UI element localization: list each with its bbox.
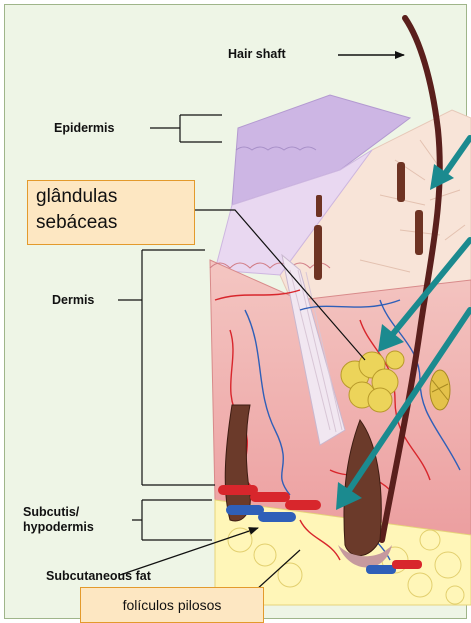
subcutis-label: Subcutis/ hypodermis — [23, 505, 125, 535]
subcutis-bracket — [132, 500, 212, 540]
hair-shaft-label: Hair shaft — [228, 48, 286, 61]
hair-stub — [397, 162, 405, 202]
dermis-label: Dermis — [52, 294, 94, 307]
foliculos-pilosos-callout: folículos pilosos — [80, 587, 264, 623]
dermis-bracket — [118, 250, 215, 485]
sweat-gland — [430, 370, 450, 410]
hair-stub — [415, 210, 423, 255]
epidermis-bracket — [150, 115, 222, 142]
epidermis-label: Epidermis — [54, 122, 114, 135]
glandulas-sebaceas-callout: glândulas sebáceas — [27, 180, 195, 245]
hair-stub — [314, 225, 322, 280]
subcutaneous-fat-label: Subcutaneous fat — [46, 570, 151, 583]
hair-stub — [316, 195, 322, 217]
